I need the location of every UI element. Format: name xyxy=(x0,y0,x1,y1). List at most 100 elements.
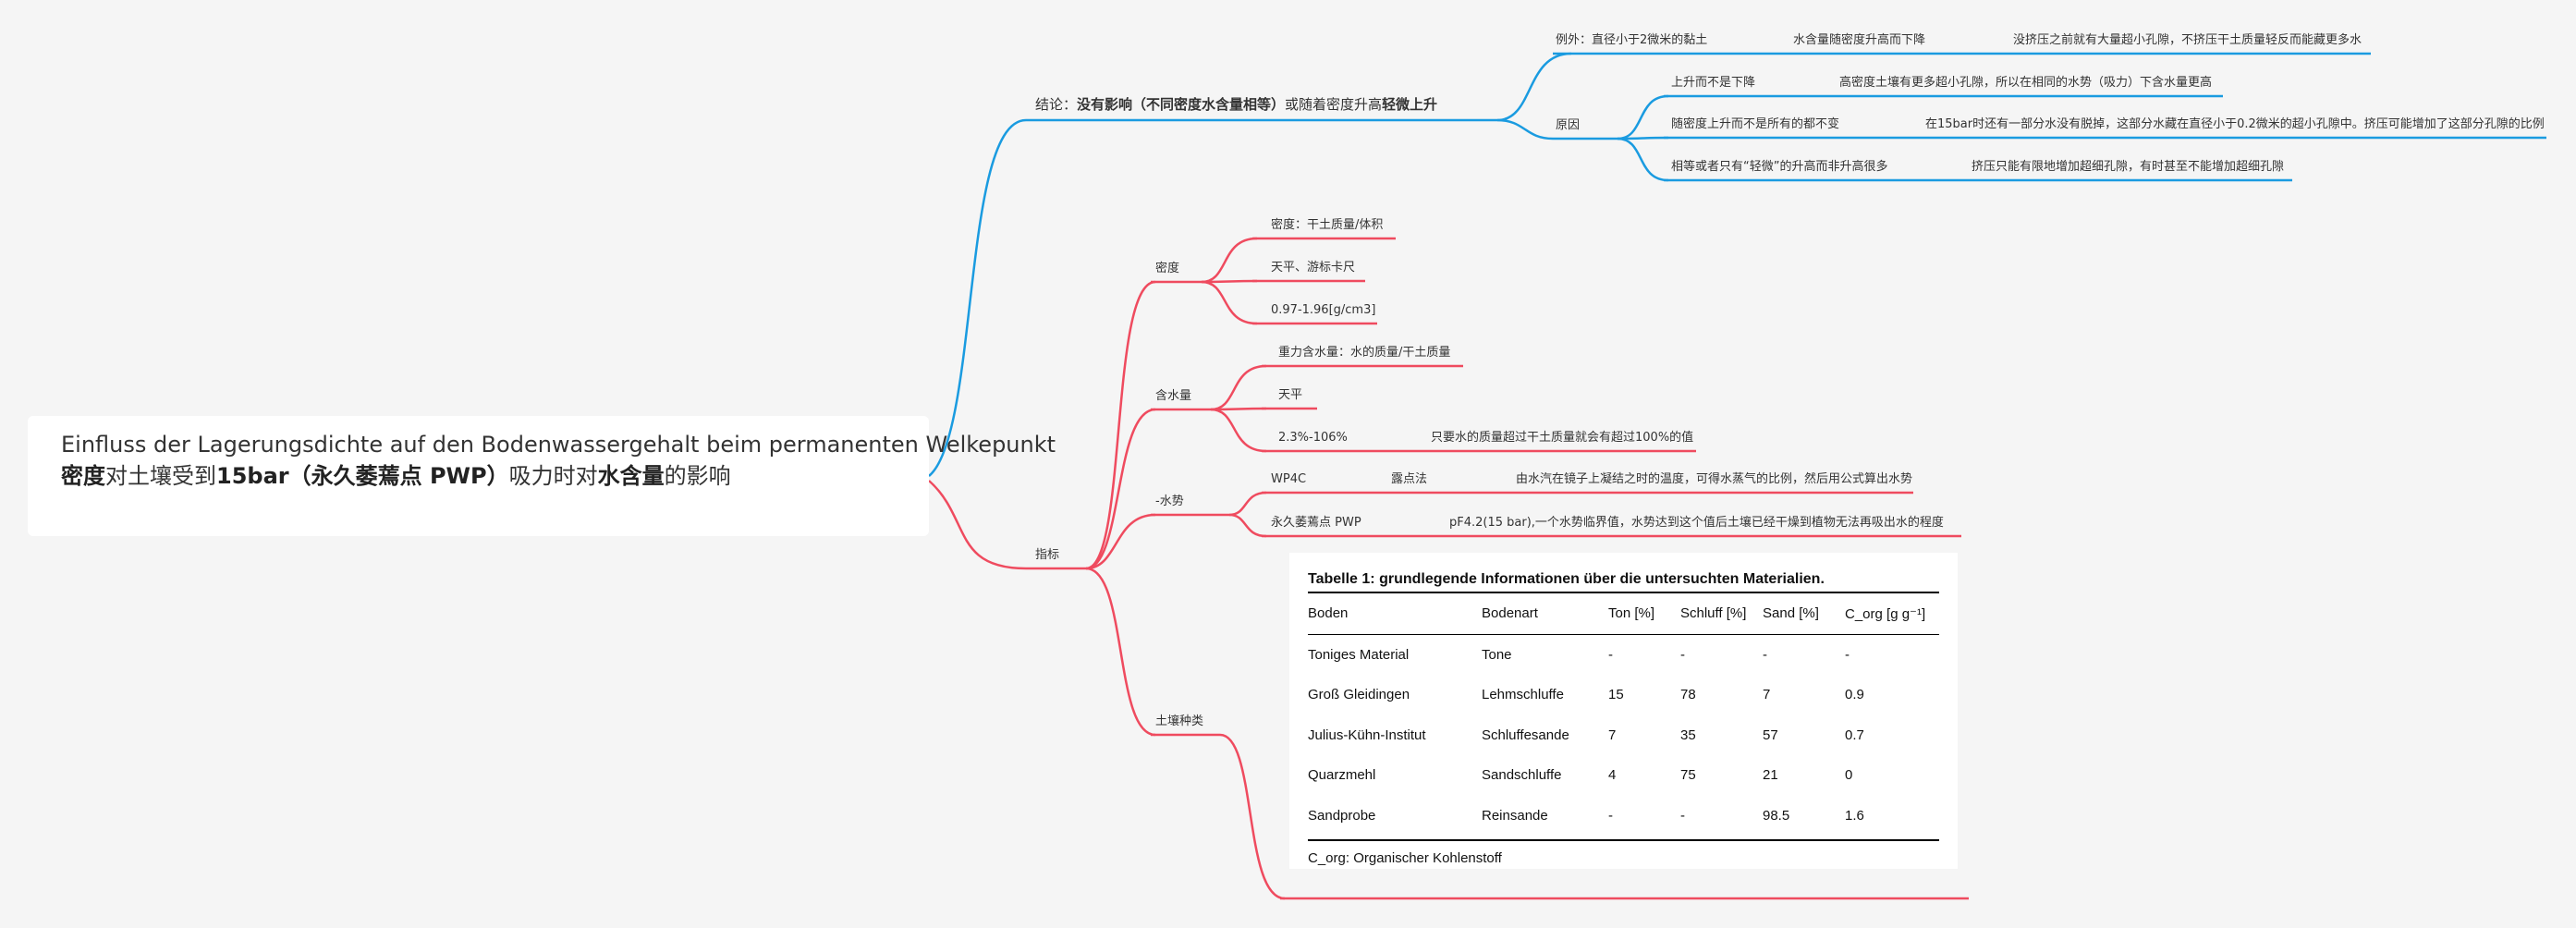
table-cell: Julius-Kühn-Institut xyxy=(1308,727,1426,743)
connector-indicators-density xyxy=(1085,280,1156,570)
soil-types-node[interactable]: 土壤种类 xyxy=(1155,714,1204,728)
table-cell: 7 xyxy=(1763,687,1771,703)
table-cell: 4 xyxy=(1608,767,1617,784)
reason-detail-3[interactable]: 挤压只能有限地增加超细孔隙，有时甚至不能增加超细孔隙 xyxy=(1972,160,2285,174)
root-topic[interactable]: Einfluss der Lagerungsdichte auf den Bod… xyxy=(28,416,1056,536)
conclusion-prefix: 结论： xyxy=(1035,96,1078,113)
pwp-node[interactable]: 永久萎蔫点 PWP xyxy=(1271,516,1361,530)
table-cell: 78 xyxy=(1680,687,1696,703)
connector-potential-1 xyxy=(1228,491,1267,517)
root-density: 密度 xyxy=(61,463,105,489)
table-cell: Sandprobe xyxy=(1308,807,1376,824)
root-text-b: 对土壤受到 xyxy=(105,463,216,489)
table-cell: 15 xyxy=(1608,687,1624,703)
soil-table-card[interactable]: Tabelle 1: grundlegende Informationen üb… xyxy=(1289,553,1958,869)
reason-item-1[interactable]: 上升而不是下降 xyxy=(1671,76,1756,90)
connector-reason-2 xyxy=(1617,136,1669,140)
density-item-1[interactable]: 密度：干土质量/体积 xyxy=(1271,218,1384,232)
table-cell: - xyxy=(1680,646,1685,663)
table-row: Sandprobe Reinsande - - 98.5 1.6 xyxy=(1308,796,1939,836)
table-cell: Lehmschluffe xyxy=(1482,687,1564,703)
table-top-rule xyxy=(1308,592,1939,593)
connector-reason-1 xyxy=(1617,94,1669,140)
reason-detail-1[interactable]: 高密度土壤有更多超小孔隙，所以在相同的水势（吸力）下含水量更高 xyxy=(1839,76,2213,90)
potential-node[interactable]: -水势 xyxy=(1155,495,1184,508)
connector-indicators-water xyxy=(1085,408,1156,570)
table-cell: 98.5 xyxy=(1763,807,1790,824)
connector-indicators-potential xyxy=(1085,513,1156,570)
conclusion-bold2: 轻微上升 xyxy=(1382,96,1438,113)
connector-root-conclusion xyxy=(928,118,1027,477)
connector-root-indicators xyxy=(928,480,1027,570)
table-cell: Tone xyxy=(1482,646,1512,663)
root-water: 水含量 xyxy=(597,463,665,489)
connector-conclusion-reason xyxy=(1496,118,1554,140)
connector-soil-table xyxy=(1219,733,1286,900)
indicators-node[interactable]: 指标 xyxy=(1035,548,1060,562)
soil-table: Boden Bodenart Ton [%] Schluff [%] Sand … xyxy=(1308,593,1939,836)
table-body: Toniges Material Tone - - - - Groß Gleid… xyxy=(1308,634,1939,836)
connector-potential-2 xyxy=(1228,513,1267,538)
table-cell: - xyxy=(1680,807,1685,824)
connector-density-2 xyxy=(1201,279,1258,284)
dew-point-detail[interactable]: 由水汽在镜子上凝结之时的温度，可得水蒸气的比例，然后用公式算出水势 xyxy=(1516,472,1913,486)
conclusion-node[interactable]: 结论：没有影响（不同密度水含量相等）或随着密度升高轻微上升 xyxy=(1035,97,1437,112)
wp4c-node[interactable]: WP4C xyxy=(1271,472,1307,486)
conclusion-mid: 或随着密度升高 xyxy=(1285,96,1383,113)
root-title-zh: 密度对土壤受到15bar（永久萎蔫点 PWP）吸力时对水含量的影响 xyxy=(61,460,896,492)
table-cell: 75 xyxy=(1680,767,1696,784)
density-item-2[interactable]: 天平、游标卡尺 xyxy=(1271,261,1356,275)
density-item-3[interactable]: 0.97-1.96[g/cm3] xyxy=(1271,303,1376,317)
table-note: C_org: Organischer Kohlenstoff xyxy=(1308,850,1502,866)
root-text-f: 的影响 xyxy=(664,463,731,489)
table-cell: - xyxy=(1608,807,1613,824)
pwp-detail[interactable]: pF4.2(15 bar),一个水势临界值，水势达到这个值后土壤已经干燥到植物无… xyxy=(1449,516,1944,530)
water-item-3[interactable]: 2.3%-106% xyxy=(1278,431,1348,445)
connector-water-1 xyxy=(1210,364,1267,411)
water-note[interactable]: 只要水的质量超过干土质量就会有超过100%的值 xyxy=(1431,431,1694,445)
connector-conclusion-exception xyxy=(1496,52,1572,122)
exception-grandchild[interactable]: 没挤压之前就有大量超小孔隙，不挤压干土质量轻反而能藏更多水 xyxy=(2013,33,2362,47)
connector-water-3 xyxy=(1210,408,1267,453)
water-content-node[interactable]: 含水量 xyxy=(1155,389,1192,403)
reason-detail-2[interactable]: 在15bar时还有一部分水没有脱掉，这部分水藏在直径小于0.2微米的超小孔隙中。… xyxy=(1925,117,2545,131)
connector-indicators-soil xyxy=(1085,567,1156,737)
table-cell: Schluffesande xyxy=(1482,727,1569,743)
table-cell: 35 xyxy=(1680,727,1696,743)
table-cell: Toniges Material xyxy=(1308,646,1410,663)
table-cell: 7 xyxy=(1608,727,1617,743)
table-cell: 0.9 xyxy=(1845,687,1864,703)
table-cell: 57 xyxy=(1763,727,1778,743)
exception-node[interactable]: 例外：直径小于2微米的黏土 xyxy=(1556,33,1708,47)
connector-reason-3 xyxy=(1617,137,1669,182)
table-header: Sand [%] xyxy=(1763,593,1845,635)
table-header: Ton [%] xyxy=(1608,593,1680,635)
table-row: Julius-Kühn-Institut Schluffesande 7 35 … xyxy=(1308,715,1939,756)
table-row: Groß Gleidingen Lehmschluffe 15 78 7 0.9 xyxy=(1308,675,1939,715)
reason-item-2[interactable]: 随密度上升而不是所有的都不变 xyxy=(1671,117,1840,131)
table-cell: Groß Gleidingen xyxy=(1308,687,1410,703)
reason-item-3[interactable]: 相等或者只有“轻微”的升高而非升高很多 xyxy=(1671,160,1888,174)
root-text-d: 吸力时对 xyxy=(508,463,598,489)
table-cell: Reinsande xyxy=(1482,807,1548,824)
table-title: Tabelle 1: grundlegende Informationen üb… xyxy=(1308,571,1825,587)
table-cell: Sandschluffe xyxy=(1482,767,1562,784)
density-node[interactable]: 密度 xyxy=(1155,262,1180,275)
exception-child[interactable]: 水含量随密度升高而下降 xyxy=(1793,33,1926,47)
table-header: Schluff [%] xyxy=(1680,593,1763,635)
table-cell: - xyxy=(1608,646,1613,663)
table-cell: Quarzmehl xyxy=(1308,767,1376,784)
table-bottom-rule xyxy=(1308,839,1939,841)
root-title-de: Einfluss der Lagerungsdichte auf den Bod… xyxy=(61,432,1056,458)
water-item-1[interactable]: 重力含水量：水的质量/干土质量 xyxy=(1278,346,1451,360)
dew-point-node[interactable]: 露点法 xyxy=(1391,472,1428,486)
table-cell: 0.7 xyxy=(1845,727,1864,743)
root-pwp: 15bar（永久萎蔫点 PWP） xyxy=(216,463,509,489)
water-item-2[interactable]: 天平 xyxy=(1278,388,1303,402)
connector-density-3 xyxy=(1201,280,1258,325)
table-cell: 0 xyxy=(1845,767,1853,784)
table-row: Toniges Material Tone - - - - xyxy=(1308,634,1939,675)
reason-node[interactable]: 原因 xyxy=(1556,118,1581,132)
table-row: Quarzmehl Sandschluffe 4 75 21 0 xyxy=(1308,755,1939,796)
